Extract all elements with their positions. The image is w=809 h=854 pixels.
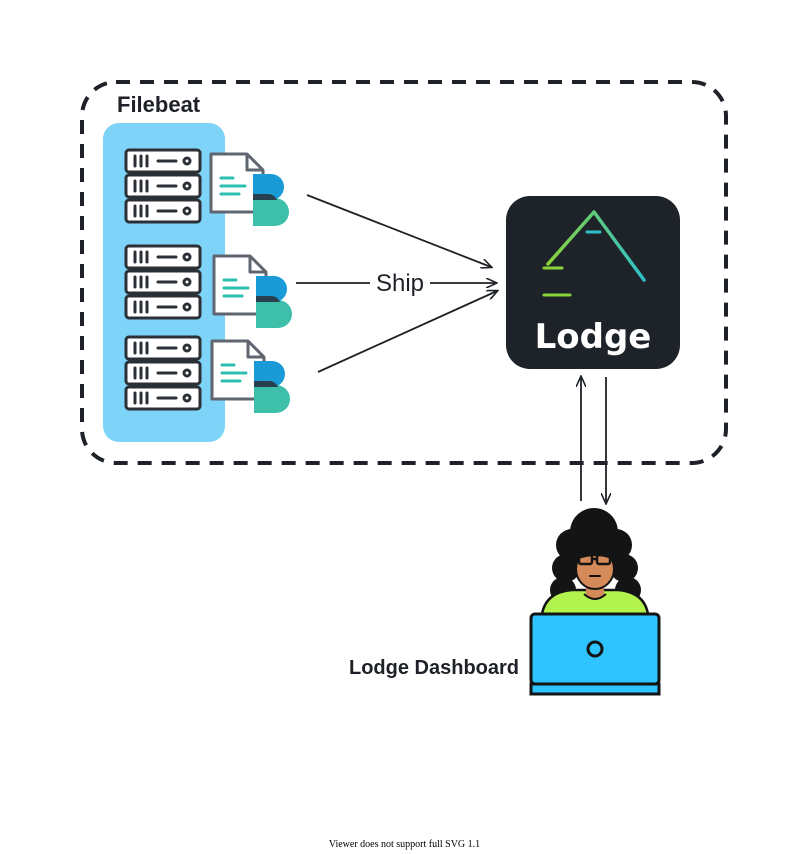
user-label: Lodge Dashboard	[349, 657, 519, 679]
user-with-laptop-icon	[529, 508, 661, 696]
ship-arrow-bottom	[317, 291, 497, 373]
filebeat-group-label: Filebeat	[117, 92, 201, 117]
filebeat-group-boundary	[80, 80, 728, 465]
lodge-logo-text: Lodge	[535, 317, 652, 357]
log-file-icon	[212, 254, 294, 330]
lodge-logo-node: Lodge	[506, 196, 680, 369]
lodge-mountain-icon	[542, 210, 646, 311]
ship-arrow-top	[306, 194, 491, 267]
server-rack-icon	[124, 148, 202, 224]
server-rack-icon	[124, 244, 202, 320]
svg-fallback-note: Viewer does not support full SVG 1.1	[328, 839, 481, 850]
server-rack-icon	[124, 335, 202, 411]
ship-edge-label: Ship	[376, 270, 424, 297]
